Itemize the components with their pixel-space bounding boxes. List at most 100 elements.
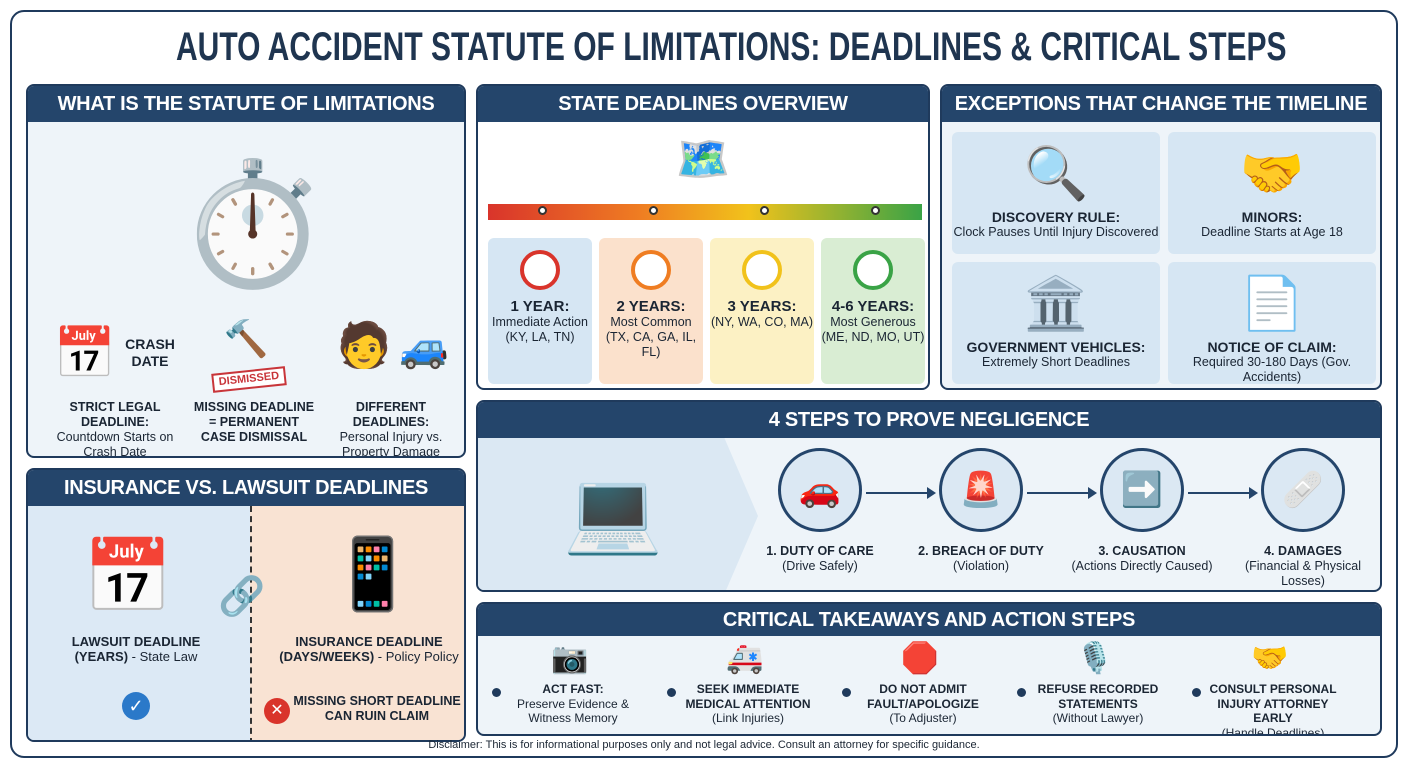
step-item: 2. BREACH OF DUTY(Violation) (906, 544, 1056, 574)
stopwatch-icon (631, 250, 671, 290)
takeaway-icon: 🛑 (901, 642, 939, 675)
disclaimer: Disclaimer: This is for informational pu… (428, 739, 980, 751)
step-icon: 🚨 (939, 448, 1023, 532)
what-is-header: WHAT IS THE STATUTE OF LIMITATIONS (28, 86, 464, 122)
timeline-marker (871, 206, 880, 215)
card-states: (ME, ND, MO, UT) (821, 330, 925, 344)
state-card: 3 YEARS: (NY, WA, CO, MA) (710, 238, 814, 384)
exception-title: DISCOVERY RULE: (991, 209, 1121, 225)
step-text: (Violation) (952, 559, 1010, 573)
document-review-icon: 💻 (563, 467, 663, 556)
takeaways-panel: CRITICAL TAKEAWAYS AND ACTION STEPS 📷 AC… (476, 602, 1382, 736)
stopwatch-gavel-icon: ⏱️ (178, 157, 328, 291)
insurance-text: - Policy Policy (374, 649, 459, 664)
warning-text: MISSING SHORT DEADLINE CAN RUIN CLAIM (293, 694, 461, 723)
takeaway-text: (Without Lawyer) (1052, 711, 1144, 725)
phone-alert-icon: 📱 (329, 535, 417, 613)
card-states: (KY, LA, TN) (505, 330, 575, 344)
card-text: Most Generous (830, 315, 916, 329)
item-title: DIFFERENT DEADLINES: (352, 400, 430, 429)
dismissed-stamp: DISMISSED (211, 366, 287, 393)
card-states: (TX, CA, GA, IL, FL) (605, 330, 697, 359)
exception-icon: 🤝 (1239, 145, 1305, 203)
x-icon: ✕ (264, 698, 290, 724)
takeaway-icon: 🤝 (1251, 642, 1289, 675)
takeaway-title: REFUSE RECORDED STATEMENTS (1037, 682, 1159, 711)
step-icon: 🩹 (1261, 448, 1345, 532)
exception-card: 🔍 DISCOVERY RULE: Clock Pauses Until Inj… (952, 132, 1160, 254)
review-bg (478, 438, 758, 590)
step-title: 4. DAMAGES (1264, 544, 1342, 558)
states-header: STATE DEADLINES OVERVIEW (478, 86, 928, 122)
crash-date-label: CRASH DATE (125, 336, 175, 369)
state-card: 2 YEARS: Most Common (TX, CA, GA, IL, FL… (599, 238, 703, 384)
card-title: 4-6 YEARS: (831, 298, 915, 315)
exception-title: MINORS: (1241, 209, 1303, 225)
takeaway-item: REFUSE RECORDED STATEMENTS(Without Lawye… (1023, 682, 1173, 726)
exception-card: 🤝 MINORS: Deadline Starts at Age 18 (1168, 132, 1376, 254)
takeaway-item: SEEK IMMEDIATE MEDICAL ATTENTION(Link In… (673, 682, 823, 726)
card-text: Most Common (610, 315, 692, 329)
calendar-check-icon: 📅 (83, 537, 173, 617)
step-text: (Financial & Physical Losses) (1244, 559, 1361, 588)
card-states: (NY, WA, CO, MA) (710, 315, 814, 329)
takeaway-icon: 🎙️ (1076, 642, 1114, 675)
step-title: 3. CAUSATION (1098, 544, 1186, 558)
timeline-marker (760, 206, 769, 215)
step-arrow (866, 487, 936, 499)
exceptions-header: EXCEPTIONS THAT CHANGE THE TIMELINE (942, 86, 1380, 122)
timeline-marker (538, 206, 547, 215)
exception-text: Extremely Short Deadlines (982, 355, 1130, 369)
bullet (1192, 688, 1201, 697)
takeaway-icon: 📷 (551, 642, 589, 675)
state-card: 1 YEAR: Immediate Action (KY, LA, TN) (488, 238, 592, 384)
card-text: Immediate Action (492, 315, 588, 329)
state-card: 4-6 YEARS: Most Generous (ME, ND, MO, UT… (821, 238, 925, 384)
exception-title: NOTICE OF CLAIM: (1207, 339, 1337, 355)
takeaway-title: SEEK IMMEDIATE MEDICAL ATTENTION (685, 682, 811, 711)
bullet (667, 688, 676, 697)
exception-card: 📄 NOTICE OF CLAIM: Required 30-180 Days … (1168, 262, 1376, 384)
lawsuit-deadline-text: LAWSUIT DEADLINE (YEARS) - State Law (46, 634, 226, 664)
timeline-bar (488, 204, 922, 220)
lawsuit-title: LAWSUIT DEADLINE (YEARS) (71, 634, 201, 664)
negligence-panel: 4 STEPS TO PROVE NEGLIGENCE 💻 🚗 1. DUTY … (476, 400, 1382, 592)
injured-person-icon: 🧑 (336, 321, 392, 370)
exception-icon: 🏛️ (1023, 275, 1089, 333)
strict-deadline-item: STRICT LEGAL DEADLINE:Countdown Starts o… (40, 400, 190, 458)
step-item: 1. DUTY OF CARE(Drive Safely) (745, 544, 895, 574)
step-title: 1. DUTY OF CARE (766, 544, 874, 558)
missing-deadline-item: MISSING DEADLINE = PERMANENT CASE DISMIS… (193, 400, 315, 444)
step-item: 4. DAMAGES(Financial & Physical Losses) (1228, 544, 1378, 589)
exception-title: GOVERNMENT VEHICLES: (966, 339, 1146, 355)
what-is-panel: WHAT IS THE STATUTE OF LIMITATIONS ⏱️ 📅 … (26, 84, 466, 458)
step-text: (Drive Safely) (782, 559, 858, 573)
exceptions-panel: EXCEPTIONS THAT CHANGE THE TIMELINE 🔍 DI… (940, 84, 1382, 390)
broken-chain-icon: 🔗 (218, 576, 266, 618)
takeaway-icon: 🚑 (726, 642, 764, 675)
card-title: 2 YEARS: (616, 298, 686, 315)
item-text: Countdown Starts on Crash Date (56, 430, 174, 458)
insurance-header: INSURANCE VS. LAWSUIT DEADLINES (28, 470, 464, 506)
insurance-deadline-text: INSURANCE DEADLINE (DAYS/WEEKS) - Policy… (274, 634, 464, 664)
stopwatch-icon (853, 250, 893, 290)
step-text: (Actions Directly Caused) (1071, 559, 1213, 573)
step-icon: 🚗 (778, 448, 862, 532)
item-title: STRICT LEGAL DEADLINE: (69, 400, 161, 429)
card-title: 3 YEARS: (727, 298, 797, 315)
takeaway-text: (Link Injuries) (711, 711, 785, 725)
check-icon: ✓ (122, 692, 150, 720)
lawsuit-text: - State Law (128, 649, 198, 664)
step-arrow (1188, 487, 1258, 499)
takeaway-title: CONSULT PERSONAL INJURY ATTORNEY EARLY (1209, 682, 1337, 725)
bullet (492, 688, 501, 697)
step-item: 3. CAUSATION(Actions Directly Caused) (1067, 544, 1217, 574)
exception-text: Clock Pauses Until Injury Discovered (953, 225, 1159, 239)
timeline-marker (649, 206, 658, 215)
page-title: AUTO ACCIDENT STATUTE OF LIMITATIONS: DE… (176, 25, 1287, 69)
card-title: 1 YEAR: (510, 298, 570, 315)
takeaway-text: Preserve Evidence & Witness Memory (516, 696, 630, 726)
takeaways-header: CRITICAL TAKEAWAYS AND ACTION STEPS (478, 604, 1380, 636)
states-panel: STATE DEADLINES OVERVIEW 🗺️ 1 YEAR: Imme… (476, 84, 930, 390)
stopwatch-icon (520, 250, 560, 290)
